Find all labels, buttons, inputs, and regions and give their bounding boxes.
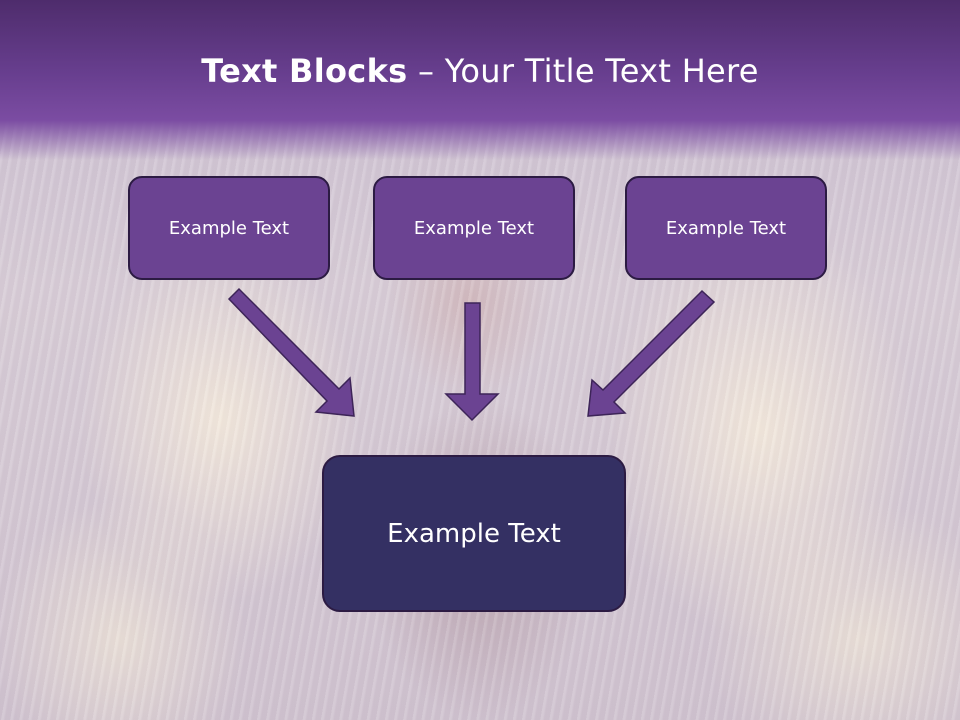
title-banner [0, 0, 960, 160]
text-block-center-label: Example Text [413, 217, 535, 239]
title-rest: Your Title Text Here [444, 52, 759, 90]
arrow-down-icon [444, 302, 500, 422]
text-block-center[interactable]: Example Text [373, 176, 575, 280]
text-block-left-label: Example Text [168, 217, 290, 239]
title-separator: – [407, 52, 445, 90]
text-block-bottom[interactable]: Example Text [322, 455, 626, 612]
title-bold: Text Blocks [201, 52, 408, 90]
text-block-right-label: Example Text [665, 217, 787, 239]
text-block-right[interactable]: Example Text [625, 176, 827, 280]
page-title: Text Blocks – Your Title Text Here [0, 52, 960, 90]
text-block-bottom-label: Example Text [387, 518, 561, 549]
text-block-left[interactable]: Example Text [128, 176, 330, 280]
arrow-down-right-icon [227, 287, 355, 417]
arrow-down-left-icon [587, 289, 716, 417]
